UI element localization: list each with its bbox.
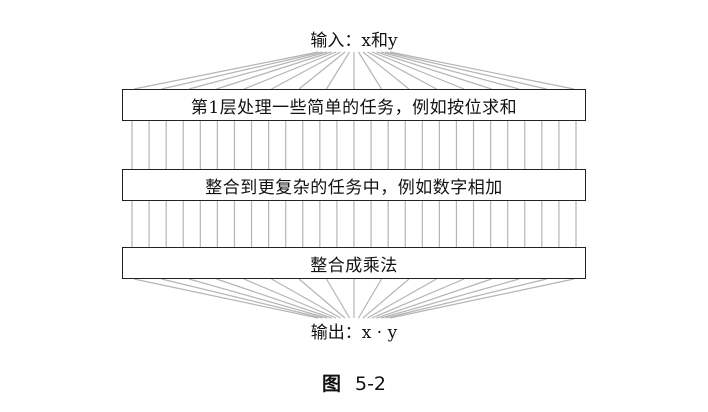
input-connector <box>376 51 492 90</box>
figure-caption-number: 5-2 <box>354 373 387 395</box>
output-label: 输出：x · y <box>310 323 398 343</box>
input-connector <box>357 51 383 90</box>
output-connector <box>133 278 319 319</box>
output-connector <box>325 278 351 319</box>
input-connector <box>298 51 346 90</box>
layer-2-box: 整合到更复杂的任务中，例如数字相加 <box>122 169 586 201</box>
input-connector <box>380 51 520 90</box>
output-connector <box>216 278 332 319</box>
input-connector <box>188 51 328 90</box>
input-connector <box>367 51 437 90</box>
output-connector <box>371 278 465 319</box>
input-connector <box>385 51 547 90</box>
output-connector <box>385 278 547 319</box>
output-connector <box>380 278 520 319</box>
figure-caption-prefix: 图 <box>321 373 341 395</box>
output-connector <box>271 278 341 319</box>
output-connector <box>243 278 337 319</box>
output-connector <box>298 278 346 319</box>
input-connector <box>243 51 337 90</box>
layer-2-label: 整合到更复杂的任务中，例如数字相加 <box>205 177 503 198</box>
output-connector <box>367 278 437 319</box>
output-connector <box>376 278 492 319</box>
input-connector <box>216 51 332 90</box>
output-connector <box>357 278 383 319</box>
layer-1-label: 第1层处理一些简单的任务，例如按位求和 <box>190 97 518 118</box>
layer-3-label: 整合成乘法 <box>310 255 398 276</box>
input-connector <box>133 51 319 90</box>
layer-1-box: 第1层处理一些简单的任务，例如按位求和 <box>122 89 586 121</box>
figure-caption: 图 5-2 <box>0 369 708 396</box>
input-connector <box>161 51 323 90</box>
input-connector <box>362 51 410 90</box>
input-connector <box>325 51 351 90</box>
output-connector <box>389 278 575 319</box>
input-connector <box>389 51 575 90</box>
input-connector <box>371 51 465 90</box>
input-label: 输入：x和y <box>310 31 398 51</box>
output-connector <box>188 278 328 319</box>
output-connector <box>161 278 323 319</box>
layer-3-box: 整合成乘法 <box>122 247 586 279</box>
input-connector <box>271 51 341 90</box>
output-connector <box>362 278 410 319</box>
